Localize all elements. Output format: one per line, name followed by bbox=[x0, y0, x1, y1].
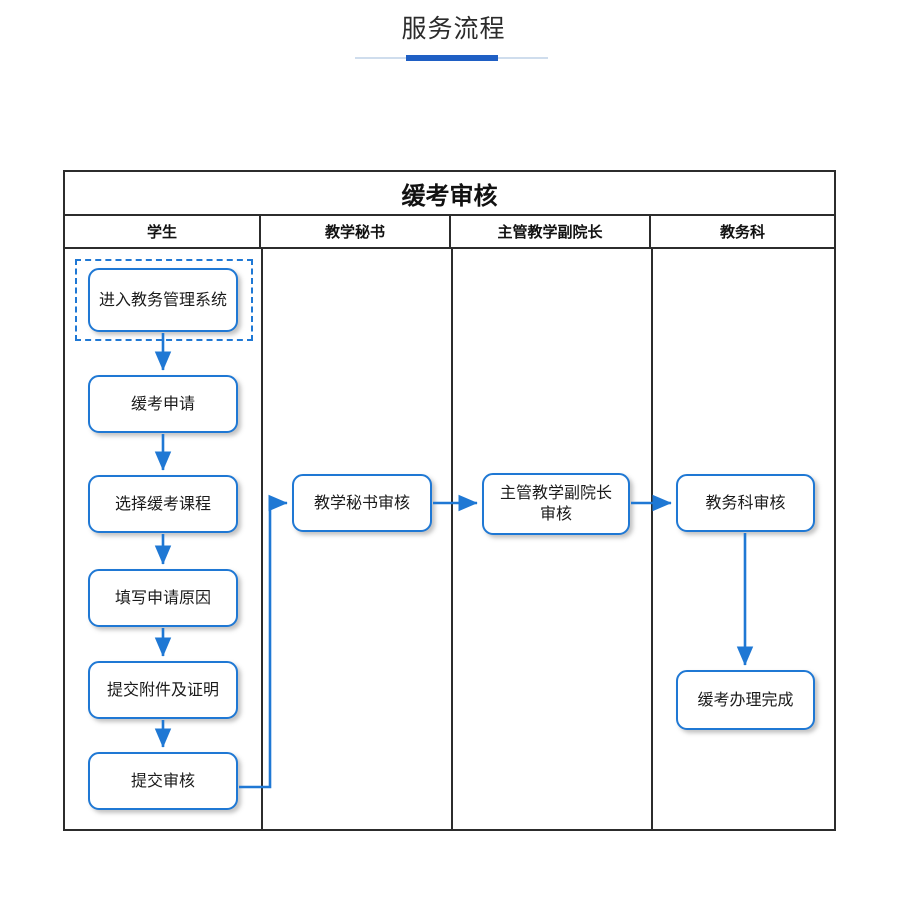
node-vice-dean-review[interactable]: 主管教学副院长 审核 bbox=[482, 473, 630, 535]
node-fill-reason[interactable]: 填写申请原因 bbox=[88, 569, 238, 627]
node-academic-affairs-review[interactable]: 教务科审核 bbox=[676, 474, 815, 532]
node-submit-review[interactable]: 提交审核 bbox=[88, 752, 238, 810]
lane-divider-1 bbox=[261, 249, 263, 829]
lane-header-academic-affairs: 教务科 bbox=[719, 224, 765, 241]
flowchart-title: 缓考审核 bbox=[65, 172, 834, 216]
lane-header-vice-dean: 主管教学副院长 bbox=[451, 216, 651, 247]
lane-header-row: 学生 教学秘书 主管教学副院长 教务科 bbox=[65, 216, 834, 249]
node-deferred-exam-application[interactable]: 缓考申请 bbox=[88, 375, 238, 433]
node-submit-attachments[interactable]: 提交附件及证明 bbox=[88, 661, 238, 719]
lane-header-student: 学生 bbox=[65, 216, 261, 247]
lane-divider-2 bbox=[451, 249, 453, 829]
node-secretary-review[interactable]: 教学秘书审核 bbox=[292, 474, 432, 532]
lane-divider-3 bbox=[651, 249, 653, 829]
node-enter-academic-system[interactable]: 进入教务管理系统 bbox=[88, 268, 238, 332]
title-underline-accent bbox=[406, 55, 498, 61]
node-process-complete[interactable]: 缓考办理完成 bbox=[676, 670, 815, 730]
lane-header-teaching-secretary: 教学秘书 bbox=[261, 216, 451, 247]
node-select-course[interactable]: 选择缓考课程 bbox=[88, 475, 238, 533]
page-title-wrap: 服务流程 bbox=[0, 12, 907, 46]
page-title: 服务流程 bbox=[401, 15, 506, 43]
